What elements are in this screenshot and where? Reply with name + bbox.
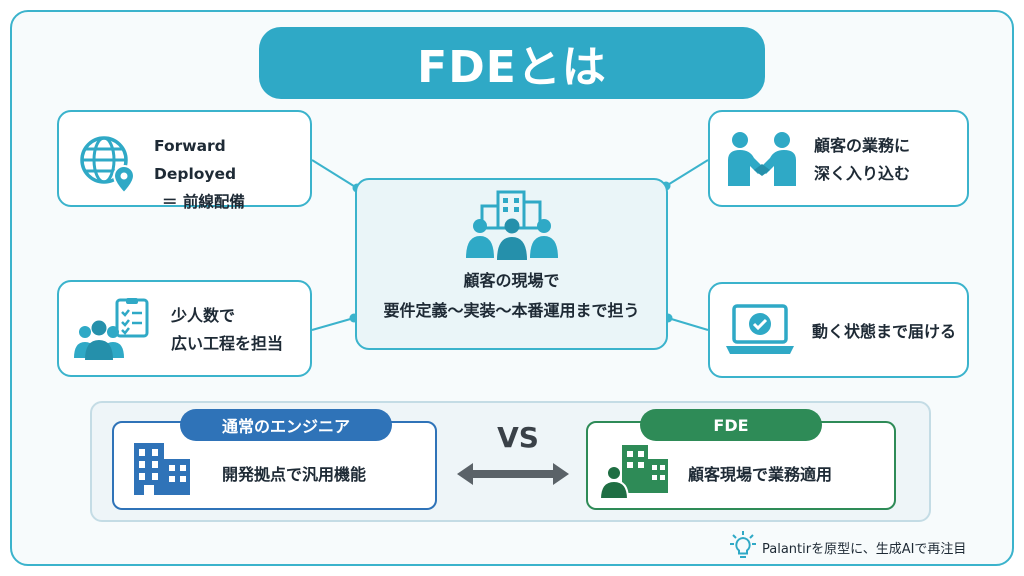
card-deep-business: 顧客の業務に 深く入り込む <box>708 110 969 207</box>
office-building-icon <box>130 441 194 501</box>
card-small-team-line2: 広い工程を担当 <box>171 334 284 353</box>
center-line2: 要件定義〜実装〜本番運用まで担う <box>383 301 640 320</box>
normal-engineer-text: 開発拠点で汎用機能 <box>222 465 367 484</box>
page-title-text: FDEとは <box>417 42 607 93</box>
card-deep-business-line2: 深く入り込む <box>814 164 911 183</box>
card-deliver-line1: 動く状態まで届ける <box>812 322 957 341</box>
globe-pin-icon <box>76 132 140 200</box>
card-forward-deployed-line2: ＝ 前線配備 <box>162 193 245 211</box>
double-arrow-icon <box>457 463 569 485</box>
card-deep-business-line1: 顧客の業務に <box>814 136 911 155</box>
footnote-text: Palantirを原型に、生成AIで再注目 <box>762 541 967 557</box>
handshake-icon <box>726 130 798 194</box>
people-building-icon <box>460 188 564 266</box>
center-line1: 顧客の現場で <box>463 271 560 290</box>
fde-tag-text: FDE <box>713 415 749 435</box>
card-forward-deployed: Forward Deployed ＝ 前線配備 <box>57 110 312 211</box>
card-deliver: 動く状態まで届ける <box>708 282 969 378</box>
page-title: FDEとは <box>259 27 765 99</box>
normal-engineer-tag-text: 通常のエンジニア <box>221 417 350 436</box>
card-small-team: 少人数で 広い工程を担当 <box>57 280 312 377</box>
card-forward-deployed-line1: Forward Deployed <box>154 137 237 183</box>
laptop-check-icon <box>724 304 796 364</box>
lightbulb-icon <box>730 531 756 563</box>
fde-tag: FDE <box>640 409 822 441</box>
normal-engineer-tag: 通常のエンジニア <box>180 409 392 441</box>
center-card: 顧客の現場で 要件定義〜実装〜本番運用まで担う <box>355 178 668 350</box>
person-building-icon <box>598 443 672 503</box>
footnote: Palantirを原型に、生成AIで再注目 <box>730 531 966 563</box>
vs-label: VS <box>497 421 539 454</box>
team-checklist-icon <box>71 298 151 366</box>
fde-text: 顧客現場で業務適用 <box>688 465 833 484</box>
card-small-team-line1: 少人数で <box>171 306 236 325</box>
